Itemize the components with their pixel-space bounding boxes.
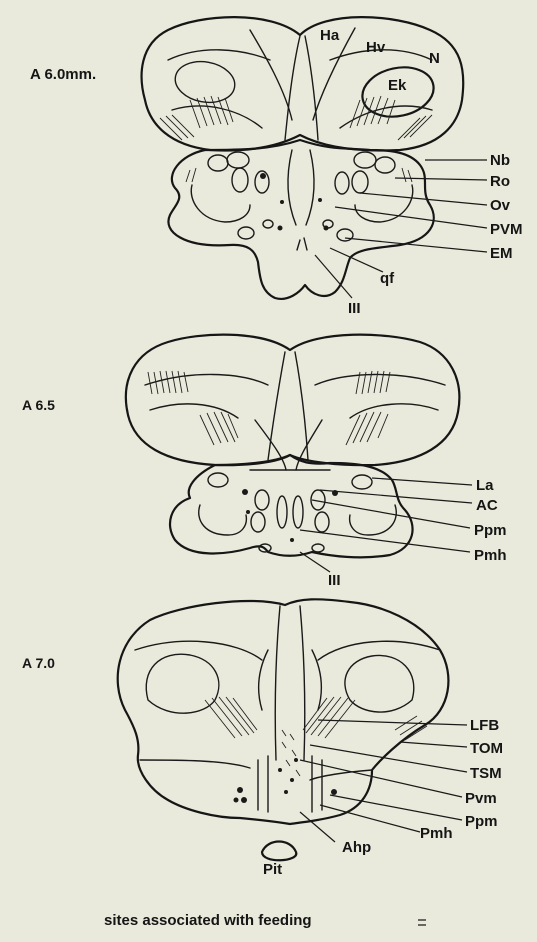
label-hv: Hv	[366, 39, 386, 56]
label-ac: AC	[476, 497, 498, 514]
label-iii-a60: III	[348, 300, 361, 317]
label-ek: Ek	[388, 77, 407, 94]
section-a65-hemisphere-outline	[126, 335, 459, 466]
label-tom: TOM	[470, 740, 503, 757]
label-ahp: Ahp	[342, 839, 371, 856]
label-ppm-a70: Ppm	[465, 813, 498, 830]
figure-caption: sites associated with feeding	[104, 912, 312, 929]
label-lfb: LFB	[470, 717, 499, 734]
section-a70: A 7.0	[22, 599, 448, 860]
label-n: N	[429, 50, 440, 67]
label-pmh-a65: Pmh	[474, 547, 507, 564]
section-a60-title: A 6.0mm.	[30, 66, 96, 83]
section-a65-title: A 6.5	[22, 397, 55, 413]
label-nb: Nb	[490, 152, 510, 169]
section-a65-leaders	[300, 478, 472, 572]
section-a60: A 6.0mm.	[30, 17, 463, 299]
pituitary-shape	[262, 842, 296, 861]
label-ro: Ro	[490, 173, 510, 190]
label-qf: qf	[380, 270, 395, 287]
label-em: EM	[490, 245, 513, 262]
label-ov: Ov	[490, 197, 511, 214]
label-tsm: TSM	[470, 765, 502, 782]
section-a65: A 6.5	[22, 335, 459, 558]
section-a70-leaders	[300, 720, 467, 842]
label-pit: Pit	[263, 861, 282, 878]
section-a60-leaders	[315, 160, 487, 298]
label-pvm: PVM	[490, 221, 523, 238]
label-pmh-a70: Pmh	[420, 825, 453, 842]
section-a60-hemisphere-outline	[142, 17, 464, 150]
label-iii-a65: III	[328, 572, 341, 589]
section-a70-title: A 7.0	[22, 655, 55, 671]
label-pvm-a70: Pvm	[465, 790, 497, 807]
label-ppm-a65: Ppm	[474, 522, 507, 539]
caption-arrow-icon	[418, 920, 426, 925]
label-ha: Ha	[320, 27, 340, 44]
label-la: La	[476, 477, 494, 494]
